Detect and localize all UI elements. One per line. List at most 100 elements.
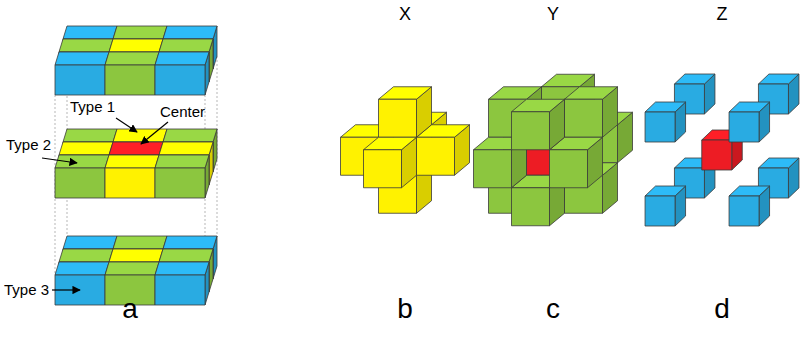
- cube-face: [159, 39, 213, 52]
- cube-face: [702, 140, 732, 170]
- cube-face: [729, 112, 759, 142]
- cube-face: [159, 142, 213, 155]
- leader-arrow: [42, 158, 77, 163]
- cube-face: [645, 102, 686, 112]
- leader-arrow: [116, 118, 137, 132]
- panel-title: Y: [547, 4, 559, 26]
- cube-slab: [55, 26, 217, 95]
- unit-cube: [105, 52, 159, 95]
- panel-letter: b: [397, 292, 413, 326]
- cube-face: [63, 129, 117, 142]
- cube-face: [163, 236, 217, 249]
- cube-face: [512, 112, 550, 150]
- leader-arrow: [141, 122, 168, 144]
- cube-face: [163, 26, 217, 39]
- cube-face: [729, 196, 759, 226]
- cube-face: [109, 39, 163, 52]
- cube-face: [512, 188, 550, 226]
- cube-face: [550, 150, 588, 188]
- cube-face: [729, 186, 770, 196]
- cube-face: [105, 155, 159, 168]
- panel-letter: d: [714, 292, 730, 326]
- leader-arrow: [52, 289, 80, 290]
- cube-face: [55, 52, 109, 65]
- cube-face: [155, 155, 209, 168]
- cube-face: [645, 186, 686, 196]
- unit-cube: [729, 102, 770, 142]
- callout-label: Type 2: [6, 136, 51, 154]
- cube-face: [113, 129, 167, 142]
- cube-face: [674, 74, 715, 84]
- cube-face: [105, 262, 159, 275]
- unit-cube: [645, 186, 686, 226]
- unit-cube: [364, 137, 417, 188]
- cube-face: [645, 196, 675, 226]
- callout-label: Center: [160, 103, 205, 121]
- cube-face: [474, 150, 512, 188]
- cube-face: [729, 102, 770, 112]
- cube-face: [758, 158, 799, 168]
- neighbour-figure: [645, 74, 799, 226]
- cube-face: [59, 249, 113, 262]
- cube-face: [512, 99, 565, 112]
- cube-face: [565, 87, 618, 100]
- cube-face: [379, 87, 432, 100]
- leader-lines: [42, 118, 168, 290]
- cube-face: [63, 236, 117, 249]
- cube-face: [113, 236, 167, 249]
- cube-face: [542, 74, 595, 87]
- unit-cube: [512, 99, 565, 150]
- cube-face: [105, 52, 159, 65]
- unit-cube: [379, 87, 432, 138]
- cube-face: [155, 262, 209, 275]
- callout-label: Type 1: [70, 98, 115, 116]
- neighbour-figure: [341, 87, 470, 214]
- cube-face: [55, 262, 109, 275]
- unit-cube: [55, 262, 109, 305]
- cube-face: [55, 168, 105, 198]
- neighbour-figure: [474, 74, 633, 226]
- cube-face: [109, 142, 163, 155]
- cube-face: [159, 249, 213, 262]
- cube-face: [63, 26, 117, 39]
- cube-face: [105, 65, 155, 95]
- cube-face: [59, 142, 113, 155]
- cube-face: [105, 168, 155, 198]
- unit-cube: [550, 137, 603, 188]
- cube-face: [379, 99, 417, 137]
- cube-face: [417, 137, 455, 175]
- cube-face: [113, 26, 167, 39]
- panel-letter: a: [122, 292, 138, 326]
- cube-face: [163, 129, 217, 142]
- cube-slab: [55, 129, 217, 198]
- cube-face: [59, 39, 113, 52]
- cube-face: [155, 275, 205, 305]
- cube-face: [109, 249, 163, 262]
- callout-label: Type 3: [4, 281, 49, 299]
- cube-face: [364, 137, 417, 150]
- unit-cube: [729, 186, 770, 226]
- unit-cube: [565, 87, 618, 138]
- cube-face: [645, 112, 675, 142]
- cube-face: [758, 74, 799, 84]
- unit-cube: [417, 125, 470, 176]
- cube-face: [489, 87, 542, 100]
- panel-letter: c: [546, 292, 560, 326]
- panel-title: Z: [717, 4, 728, 26]
- unit-cube: [105, 155, 159, 198]
- unit-cube: [155, 155, 209, 198]
- cube-face: [155, 168, 205, 198]
- cube-face: [155, 52, 209, 65]
- cube-face: [55, 65, 105, 95]
- unit-cube: [645, 102, 686, 142]
- unit-cube: [155, 52, 209, 95]
- cube-face: [155, 65, 205, 95]
- guide-lines: [55, 56, 217, 275]
- cube-face: [364, 150, 402, 188]
- unit-cube: [55, 52, 109, 95]
- cube-face: [565, 99, 603, 137]
- unit-cube: [155, 262, 209, 305]
- panel-title: X: [399, 4, 411, 26]
